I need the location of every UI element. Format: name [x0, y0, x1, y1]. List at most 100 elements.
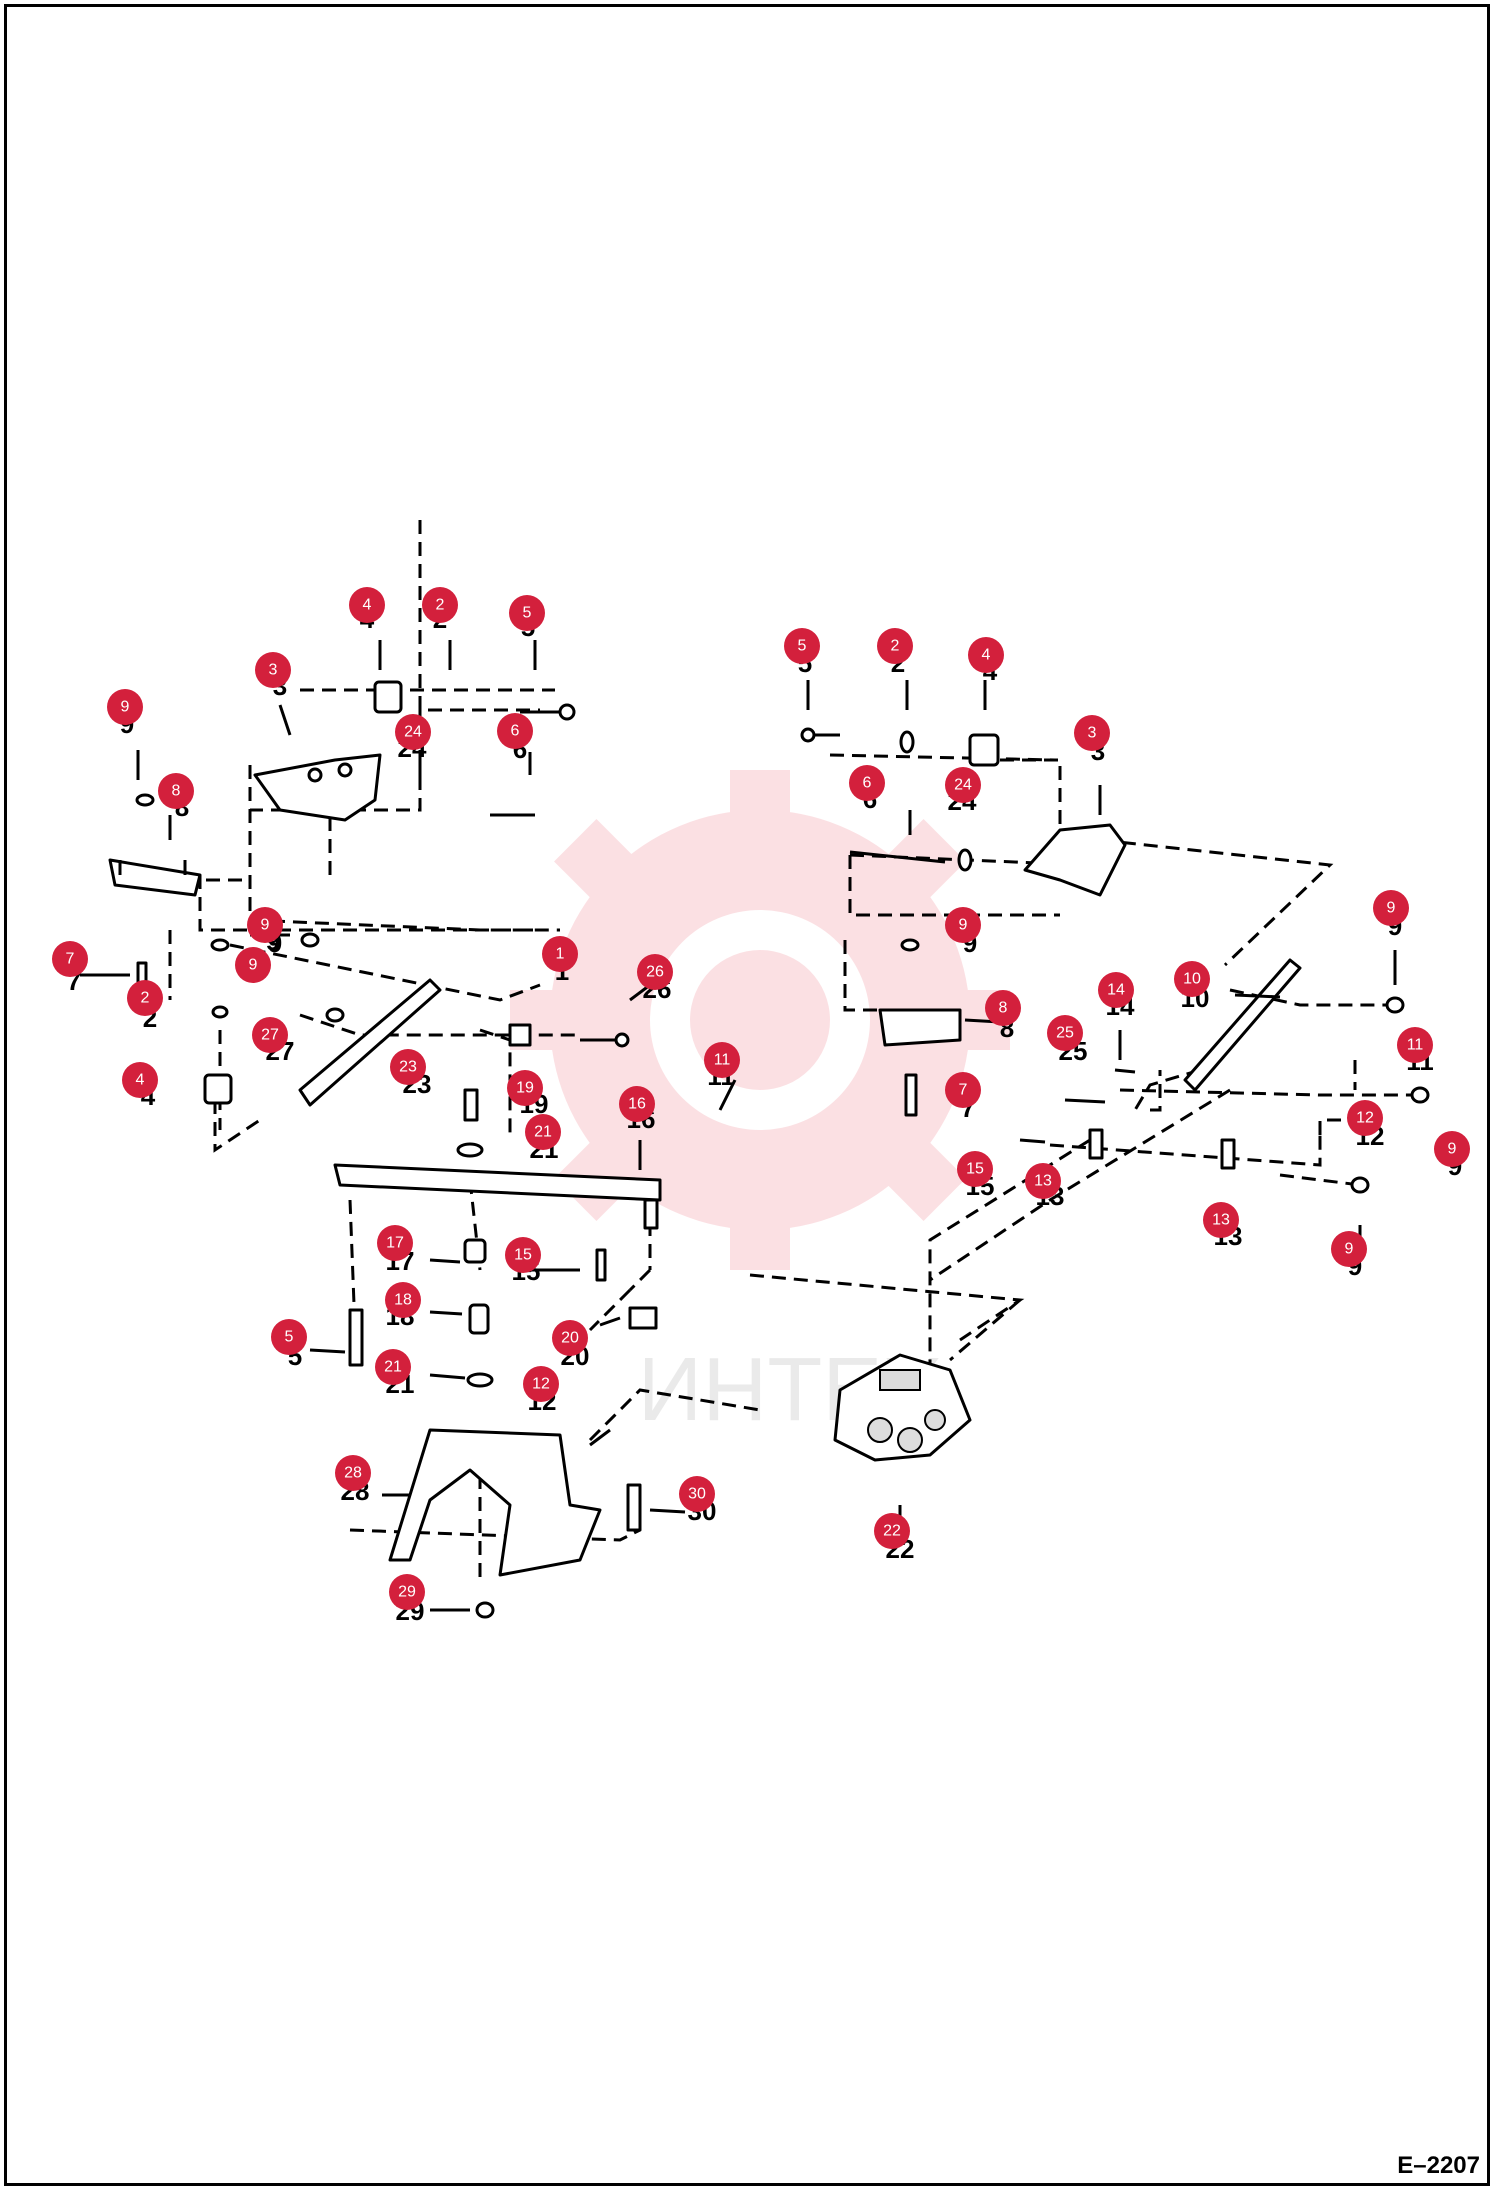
callout-number: 9	[249, 957, 258, 974]
callout-badge-4: 4	[122, 1062, 158, 1098]
callout-badge-6: 6	[849, 765, 885, 801]
callout-badge-12: 12	[523, 1366, 559, 1402]
callout-number: 7	[959, 1082, 968, 1099]
callout-number: 4	[136, 1072, 145, 1089]
callout-number: 2	[141, 990, 150, 1007]
callout-number: 8	[999, 1000, 1008, 1017]
callout-number: 5	[285, 1329, 294, 1346]
spacer-1	[508, 1023, 532, 1047]
bushing-18	[468, 1303, 490, 1335]
callout-badge-28: 28	[335, 1455, 371, 1491]
link-arm-23	[298, 978, 442, 1107]
washer-9-mid2	[300, 932, 320, 948]
callout-number: 12	[532, 1376, 550, 1393]
callout-number: 2	[436, 597, 445, 614]
callout-number: 5	[798, 638, 807, 655]
callout-number: 5	[523, 605, 532, 622]
left-small-bracket	[108, 858, 202, 897]
right-mount-4	[968, 733, 1000, 767]
callout-number: 21	[384, 1359, 402, 1376]
nut-29	[475, 1601, 495, 1619]
left-washer-9	[135, 793, 155, 807]
right-bracket-8	[878, 1008, 962, 1047]
callout-number: 15	[514, 1247, 532, 1264]
callout-badge-15: 15	[957, 1151, 993, 1187]
callout-number: 9	[261, 917, 270, 934]
diagram-code: E–2207	[1397, 2152, 1480, 2179]
right-long-bolt-6	[849, 850, 946, 864]
right-washer-9	[900, 938, 920, 952]
leader-lines	[140, 520, 1420, 1580]
callout-badge-11: 11	[1397, 1027, 1433, 1063]
callout-number: 23	[399, 1059, 417, 1076]
nut-9-right3	[1350, 1176, 1370, 1194]
callout-number: 14	[1107, 982, 1125, 999]
callout-number: 22	[883, 1523, 901, 1540]
washer-27	[325, 1007, 345, 1023]
left-upper-bracket	[253, 753, 382, 822]
pin-15-right	[1019, 1138, 1046, 1144]
callout-badge-9: 9	[1331, 1231, 1367, 1267]
callout-badge-14: 14	[1098, 972, 1134, 1008]
callout-number: 6	[863, 775, 872, 792]
callout-number: 30	[688, 1486, 706, 1503]
callout-badge-2: 2	[127, 980, 163, 1016]
callout-number: 27	[261, 1027, 279, 1044]
washer-21-low	[466, 1372, 494, 1388]
callout-badge-20: 20	[552, 1320, 588, 1356]
callout-number: 2	[891, 638, 900, 655]
callout-badge-2: 2	[877, 628, 913, 664]
right-spacer-24	[957, 848, 973, 872]
callout-number: 13	[1034, 1173, 1052, 1190]
nut-9-right2	[1410, 1086, 1430, 1104]
callout-badge-8: 8	[158, 773, 194, 809]
link-arm-10	[1183, 958, 1302, 1092]
callout-badge-4: 4	[349, 587, 385, 623]
callout-badge-13: 13	[1203, 1202, 1239, 1238]
callout-number: 12	[1356, 1110, 1374, 1127]
diagram-frame	[4, 4, 1490, 2186]
callout-number: 9	[1448, 1141, 1457, 1158]
right-pin-7	[904, 1073, 918, 1117]
callout-number: 9	[121, 699, 130, 716]
callout-number: 28	[344, 1465, 362, 1482]
callout-badge-8: 8	[985, 990, 1021, 1026]
callout-number: 18	[394, 1292, 412, 1309]
callout-number: 16	[628, 1096, 646, 1113]
callout-badge-12: 12	[1347, 1100, 1383, 1136]
control-valve-22	[833, 1353, 972, 1462]
callout-badge-16: 16	[619, 1086, 655, 1122]
bolt-30	[626, 1483, 642, 1532]
left-spacer-2	[211, 1005, 229, 1019]
callout-badge-9: 9	[1434, 1131, 1470, 1167]
callout-badge-11: 11	[704, 1042, 740, 1078]
cross-plate	[333, 1163, 662, 1202]
callout-number: 21	[534, 1124, 552, 1141]
callout-badge-5: 5	[509, 595, 545, 631]
bolt-25	[1064, 1098, 1106, 1104]
callout-number: 6	[511, 723, 520, 740]
callout-badge-25: 25	[1047, 1015, 1083, 1051]
support-stand-28	[388, 1428, 602, 1577]
callout-badge-9: 9	[945, 907, 981, 943]
callout-number: 24	[954, 777, 972, 794]
callout-number: 17	[386, 1235, 404, 1252]
callout-badge-30: 30	[679, 1476, 715, 1512]
callout-badge-9: 9	[107, 689, 143, 725]
callout-number: 11	[1407, 1037, 1424, 1054]
right-spacer-2	[899, 730, 915, 754]
callout-badge-5: 5	[784, 628, 820, 664]
callout-number: 9	[1345, 1241, 1354, 1258]
clip-13-b	[1220, 1138, 1236, 1170]
pin-12-left	[589, 1428, 611, 1447]
washer-21-top	[456, 1142, 484, 1158]
callout-number: 20	[561, 1330, 579, 1347]
callout-number: 4	[363, 597, 372, 614]
bolt-14	[1114, 1068, 1136, 1074]
nut-9-right	[1385, 996, 1405, 1014]
callout-badge-24: 24	[945, 767, 981, 803]
left-mount-4	[203, 1073, 233, 1105]
callout-badge-1: 1	[542, 936, 578, 972]
callout-number: 25	[1056, 1025, 1074, 1042]
